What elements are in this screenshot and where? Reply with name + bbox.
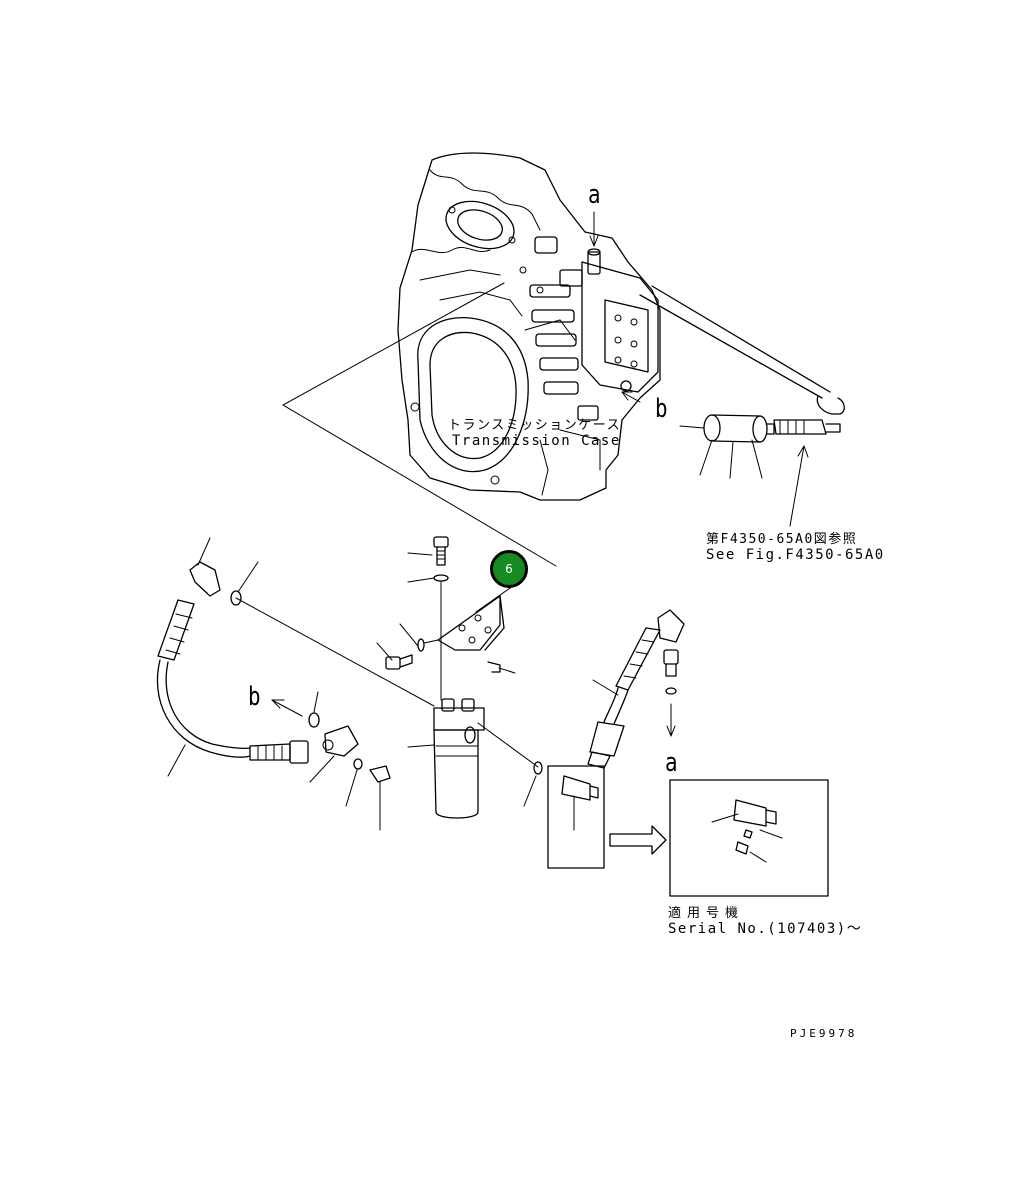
right-hose — [587, 609, 685, 769]
left-hose — [156, 537, 391, 831]
transmission-case-label-jp: トランスミッションケース — [448, 418, 622, 433]
valve-spools — [529, 269, 599, 421]
see-fig-label-jp: 第F4350-65A0図参照 — [706, 532, 858, 547]
see-fig-label-en: See Fig.F4350-65A0 — [706, 547, 885, 563]
ref-letter-a-top: a — [588, 180, 601, 210]
oil-filter — [433, 698, 485, 819]
callout-part-6[interactable]: 6 — [490, 550, 528, 588]
ref-letter-b-right: b — [655, 394, 668, 424]
serial-label-jp: 適用号機 — [668, 906, 745, 921]
transmission-case-label-en: Transmission Case — [452, 433, 621, 449]
new-sensor-box — [669, 779, 829, 897]
old-sensor-box — [523, 761, 605, 869]
transmission-case — [397, 152, 661, 501]
drawing-code: PJE9978 — [790, 1027, 858, 1040]
pipe-assembly — [639, 285, 845, 443]
serial-label-en: Serial No.(107403)～ — [668, 921, 863, 937]
bracket-assembly — [385, 536, 505, 701]
ref-letter-b-left: b — [248, 682, 261, 712]
callout-number: 6 — [505, 562, 513, 576]
ref-letter-a-bottom: a — [665, 748, 678, 778]
